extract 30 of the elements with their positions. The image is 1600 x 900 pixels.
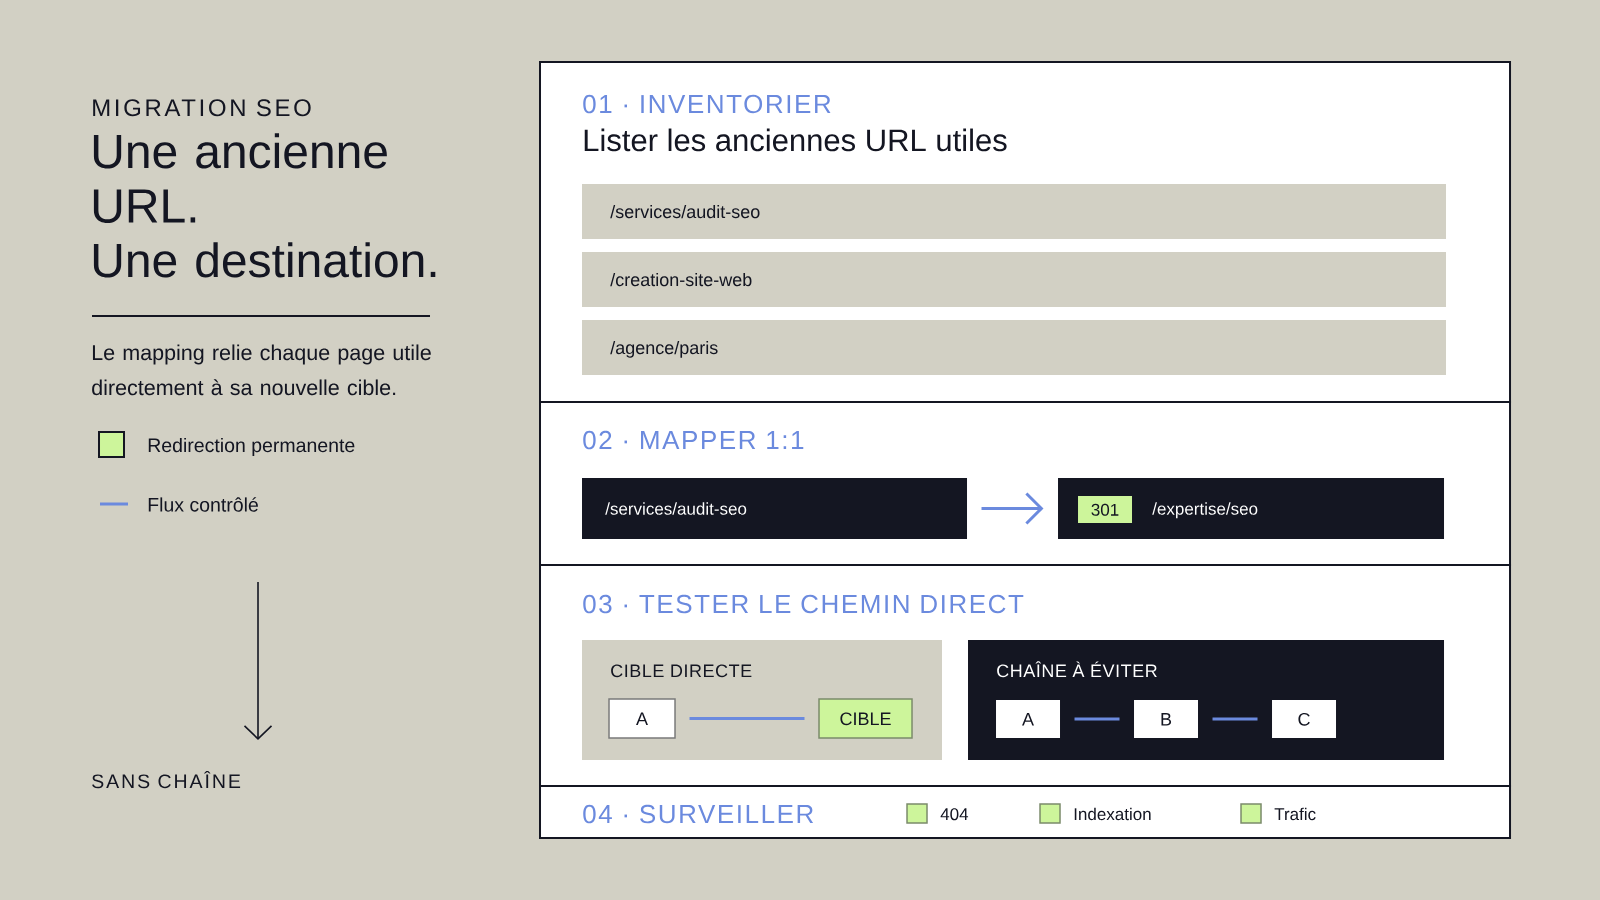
page-box: A (608, 698, 676, 739)
check-label: Indexation (1074, 807, 1151, 821)
url-bar: /agence/paris (582, 320, 1446, 375)
caption-label: SANS CHAÎNE (92, 771, 241, 789)
status-badge: 301 (1078, 496, 1132, 523)
step-heading: 01 · INVENTORIER (583, 94, 831, 114)
page-box: A (996, 700, 1060, 738)
connector-line (1212, 717, 1258, 721)
url-bar: /creation-site-web (582, 252, 1446, 307)
connector-line (1074, 717, 1120, 721)
url-box: /services/audit-seo (582, 478, 967, 539)
intro-paragraph: Le mapping relie chaque page utile directement à sa nouvelle cible. (92, 344, 431, 396)
panel-heading: CIBLE DIRECTE (611, 664, 752, 678)
legend-label: Redirection permanente (148, 437, 355, 457)
step-heading: 02 · MAPPER 1:1 (583, 430, 804, 450)
step-subtitle: Lister les anciennes URL utiles (584, 128, 1007, 152)
panel-heading: CHAÎNE À ÉVITER (997, 661, 1157, 678)
url-bar: /services/audit-seo (582, 184, 1446, 239)
overline-label: MIGRATION SEO (93, 99, 311, 117)
headline: Une ancienne URL. (93, 133, 387, 223)
step-heading: 03 · TESTER LE CHEMIN DIRECT (583, 594, 1024, 614)
step-heading: 04 · SURVEILLER (583, 804, 814, 824)
page-box: B (1134, 700, 1198, 738)
page-box: C (1272, 700, 1336, 738)
headline: Une destination. (93, 242, 436, 278)
connector-line (689, 717, 805, 720)
legend-label: Flux contrôlé (148, 497, 258, 512)
check-label: 404 (940, 808, 969, 821)
target-box: CIBLE (818, 698, 913, 739)
check-label: Trafic (1274, 807, 1316, 821)
